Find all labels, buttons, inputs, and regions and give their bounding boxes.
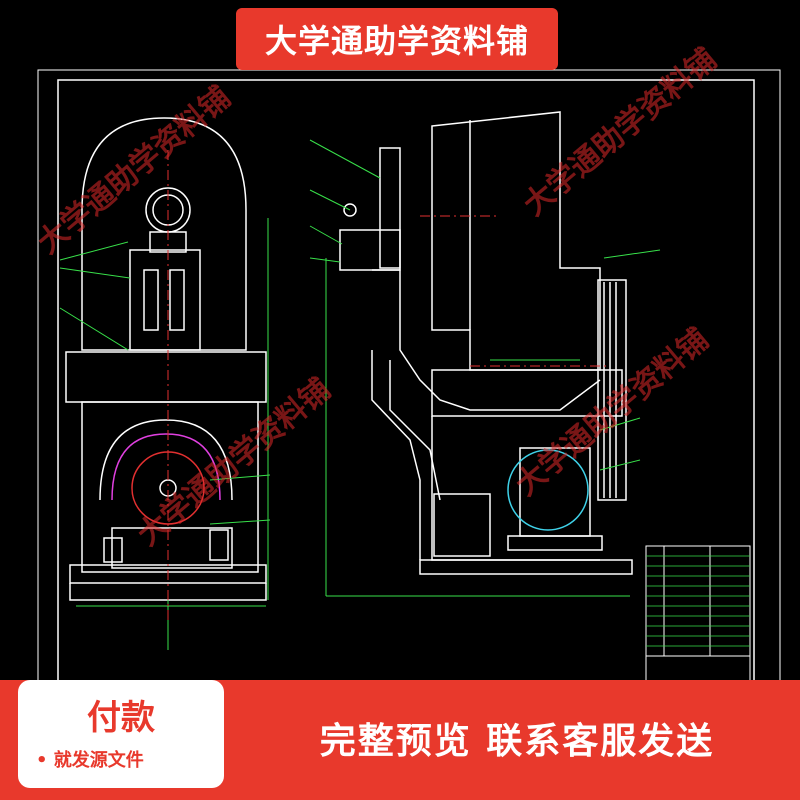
side-view-dims <box>309 139 661 597</box>
front-view-dims <box>59 218 271 650</box>
side-centerline <box>420 215 610 367</box>
store-banner: 大学通助学资料铺 <box>236 8 558 70</box>
side-view <box>339 111 633 575</box>
title-block <box>645 545 751 683</box>
pay-card[interactable]: 付款 • 就发源文件 <box>18 680 224 788</box>
pay-title: 付款 <box>87 698 155 738</box>
pay-subtitle: • 就发源文件 <box>36 750 144 771</box>
title-block-rows <box>646 555 750 647</box>
promo-text: 完整预览 联系客服发送 <box>319 721 715 762</box>
